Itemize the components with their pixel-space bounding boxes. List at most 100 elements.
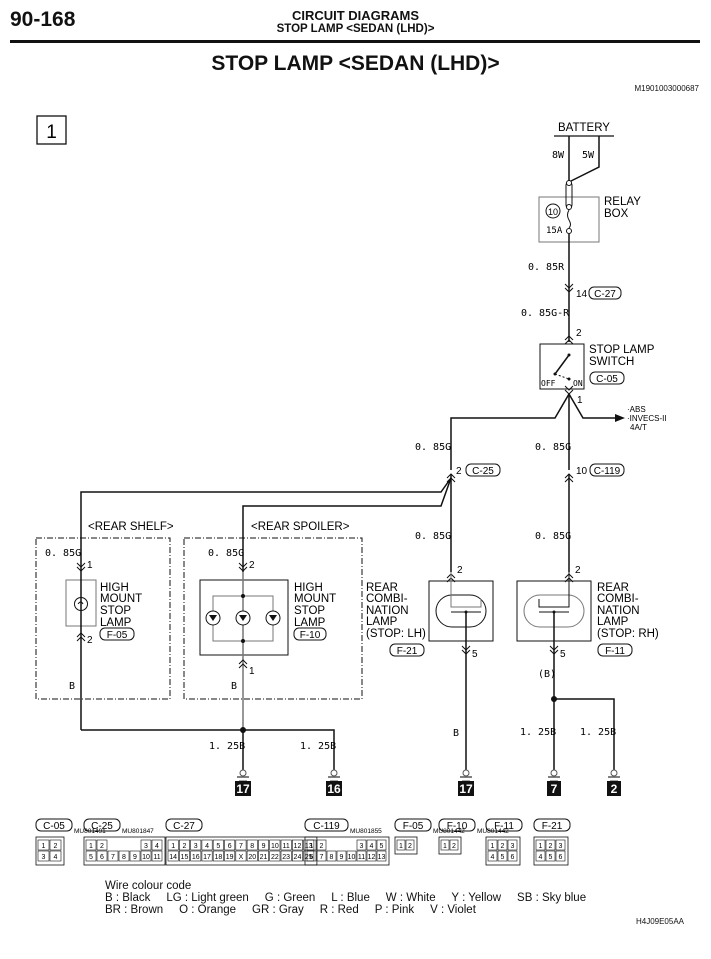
svg-text:(STOP: RH): (STOP: RH): [597, 628, 659, 640]
connector-pin: 12: [368, 854, 376, 861]
ground-2: 1. 25B 2: [580, 727, 621, 796]
connector-pin: 11: [358, 854, 365, 861]
legend-line-2: BR : Brown O : Orange GR : Gray R : Red …: [105, 904, 476, 916]
relay-box-label-1: RELAY: [604, 196, 641, 208]
output-abs: ·ABS: [627, 405, 646, 414]
connector-id: C-27: [173, 821, 195, 832]
connector-pin: 3: [194, 843, 198, 850]
connector-pin: 9: [133, 854, 137, 861]
connector-pin: 20: [248, 854, 256, 861]
connector-pin: 1: [89, 843, 93, 850]
svg-text:1. 25B: 1. 25B: [580, 727, 616, 738]
svg-text:1. 25B: 1. 25B: [209, 741, 245, 752]
connector-pin: 3: [511, 843, 515, 850]
f21-connector-tag: F-21: [397, 646, 418, 657]
connector-pin: 19: [226, 854, 234, 861]
svg-text:1. 25B: 1. 25B: [520, 727, 556, 738]
svg-text:MOUNT: MOUNT: [100, 593, 142, 605]
page-title: STOP LAMP <SEDAN (LHD)>: [211, 52, 500, 75]
rear-spoiler-group: <REAR SPOILER> 0. 85G 2 1 HIGH MOUNT STO…: [183, 521, 363, 730]
c27-connector-tag: C-27: [588, 286, 622, 300]
connector-pin: 3: [144, 843, 148, 850]
spoiler-pin-out: 1: [249, 666, 255, 677]
rh-pin-out: 5: [560, 649, 566, 660]
legend-title: Wire colour code: [105, 880, 192, 892]
connector-pin: 18: [214, 854, 222, 861]
svg-text:STOP: STOP: [100, 605, 131, 617]
connector-pin: 13: [378, 854, 386, 861]
wire-label-shelf: 0. 85G: [45, 548, 81, 559]
connector-pin: 7: [111, 854, 115, 861]
connector-pin: 23: [282, 854, 290, 861]
connector-id: F-10: [447, 821, 468, 832]
relay-box-label-2: BOX: [604, 208, 629, 220]
svg-text:COMBI-: COMBI-: [597, 593, 639, 605]
wire-label-spoiler: 0. 85G: [208, 548, 244, 559]
connector-pin: 1: [539, 843, 543, 850]
rear-shelf-label: <REAR SHELF>: [88, 521, 174, 533]
connector-pin: 10: [142, 854, 150, 861]
output-4at: 4A/T: [630, 423, 647, 432]
svg-text:MOUNT: MOUNT: [294, 593, 336, 605]
wire-8w: 8W: [552, 150, 565, 161]
battery-label: BATTERY: [558, 122, 610, 134]
connector-pin: 6: [100, 854, 104, 861]
connector-pin: 2: [54, 843, 58, 850]
connector-id: C-25: [91, 821, 113, 832]
connector-id: F-11: [494, 821, 514, 832]
shelf-pin-out: 2: [87, 635, 93, 646]
connector-pin: 5: [216, 843, 220, 850]
connector-id: F-21: [542, 821, 563, 832]
connector-pin: 9: [340, 854, 344, 861]
ground-17a: 1. 25B 17: [209, 741, 251, 796]
connector-pin: 16: [192, 854, 200, 861]
connector-pin: 10: [348, 854, 356, 861]
connector-pin: 3: [42, 854, 46, 861]
lh-ground-wire: B: [453, 728, 459, 739]
wire-label-lh-lamp: 0. 85G: [415, 531, 451, 542]
connector-pin: 3: [559, 843, 563, 850]
svg-text:COMBI-: COMBI-: [366, 593, 408, 605]
connector-pin: 4: [491, 854, 495, 861]
connector-pin: 12: [294, 843, 302, 850]
connector-pin: 7: [320, 854, 324, 861]
switch-off-label: OFF: [541, 379, 556, 388]
connector-pin: 24: [294, 854, 302, 861]
connector-part-number: MU801855: [350, 828, 382, 835]
c25-pin: 2: [456, 466, 462, 477]
svg-text:16: 16: [327, 782, 341, 796]
connector-pin: 6: [310, 854, 314, 861]
f05-connector-tag: F-05: [107, 630, 128, 641]
connector-pin: 1: [491, 843, 495, 850]
wire-label-switch-in: 0. 85G-R: [521, 308, 570, 319]
rear-combi-lamp-lh: 2 5 REAR COMBI- NATION LAMP (STOP: LH) F…: [366, 565, 494, 770]
fuse-rating: 15A: [546, 226, 563, 236]
subsection-title: STOP LAMP <SEDAN (LHD)>: [276, 23, 435, 35]
connector-pin: 4: [54, 854, 58, 861]
svg-text:LAMP: LAMP: [294, 617, 326, 629]
connector-pin: 5: [501, 854, 505, 861]
connector-pin: 10: [271, 843, 279, 850]
shelf-ground-wire: B: [69, 681, 75, 692]
wire-label-rh-lamp: 0. 85G: [535, 531, 571, 542]
connector-pin: 4: [155, 843, 159, 850]
svg-text:2: 2: [611, 782, 618, 796]
svg-text:C-25: C-25: [472, 466, 494, 477]
svg-text:17: 17: [459, 782, 473, 796]
wire-5w: 5W: [582, 150, 595, 161]
connector-pin: X: [239, 854, 244, 861]
header-rule: [10, 40, 700, 43]
svg-text:HIGH: HIGH: [294, 582, 323, 594]
connector-id: C-119: [313, 821, 340, 832]
battery: BATTERY 8W 5W: [552, 122, 614, 183]
connector-pin: 21: [260, 854, 268, 861]
svg-text:REAR: REAR: [597, 582, 629, 594]
rear-shelf-group: <REAR SHELF> 0. 85G 1 2 HIGH MOUNT STOP …: [35, 521, 174, 730]
connector-pin: 3: [360, 843, 364, 850]
wire-label-right-branch: 0. 85G: [535, 442, 571, 453]
svg-text:REAR: REAR: [366, 582, 398, 594]
connector-pin: 1: [310, 843, 314, 850]
